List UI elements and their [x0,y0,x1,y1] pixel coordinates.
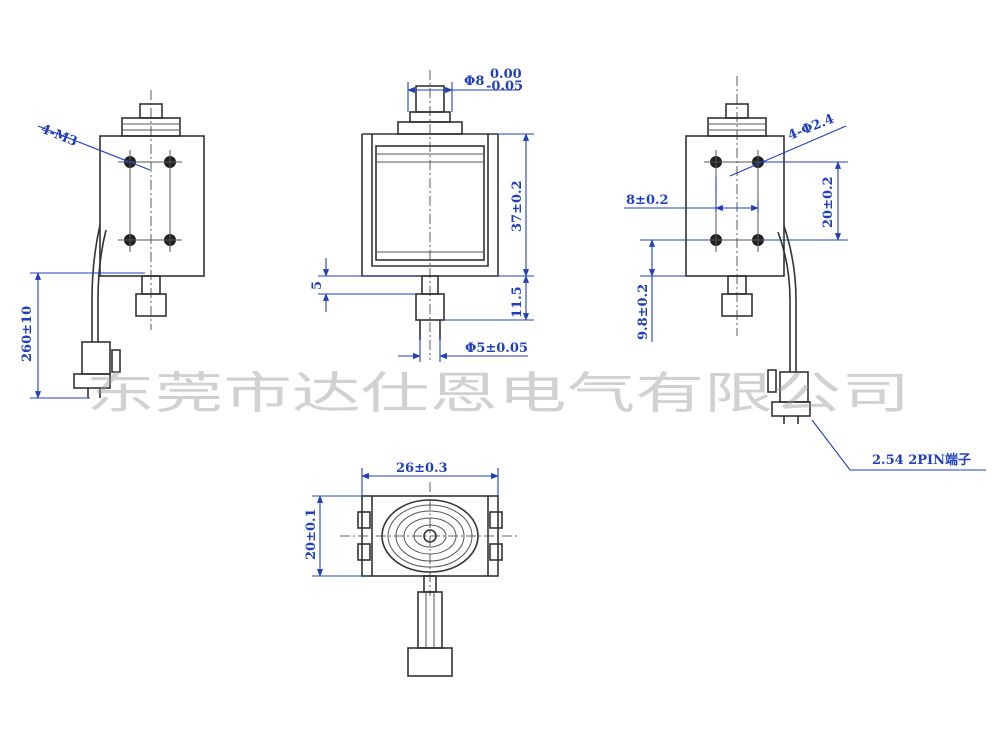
plunger-dia-label: Φ8 [464,74,484,89]
hole-label: 4-Φ2.4 [786,112,836,144]
hole-leader [729,125,847,177]
thread-label: 4-M3 [39,122,80,150]
hole-spacing-label: 20±0.2 [821,176,836,228]
right-mount-holes [704,150,770,252]
company-watermark: 东莞市达仕恩电气有限公司 [86,368,910,419]
depth-label: 20±0.1 [304,508,319,560]
right-lead-wire [783,225,797,372]
left-side-view: 4-M3 260±10 [20,90,205,399]
bottom-offset-label: 9.8±0.2 [636,284,651,340]
left-lead-wire [91,224,101,342]
bottom-connector [407,647,453,677]
offset-label: 5 [310,281,325,290]
plunger-tol-lower: -0.05 [486,79,523,94]
front-view: Φ8 0.00 -0.05 37±0.2 11.5 5 Φ5±0.05 [310,67,534,362]
right-coil-frame [685,135,785,277]
front-shaft [415,293,445,321]
plunger-tol-upper: 0.00 [490,67,522,82]
protrusion-label: 11.5 [510,286,525,318]
left-plunger-bottom [135,293,167,317]
width-label: 26±0.3 [396,461,448,476]
bottom-lead [417,591,443,649]
lead-length-label: 260±10 [20,306,35,362]
left-mount-holes [118,150,182,252]
hole-offset-label: 8±0.2 [626,193,669,208]
right-side-view: 4-Φ2.4 8±0.2 20±0.2 9.8±0.2 2.54 2PIN端子 [624,76,986,471]
bottom-view: 26±0.3 20±0.1 [304,461,520,677]
right-plunger-bottom [721,293,753,317]
connector-label: 2.54 2PIN端子 [872,452,971,468]
height-label: 37±0.2 [510,180,525,232]
shaft-dia-label: Φ5±0.05 [465,341,528,356]
thread-leader [37,125,151,171]
connector-leader [811,419,986,471]
